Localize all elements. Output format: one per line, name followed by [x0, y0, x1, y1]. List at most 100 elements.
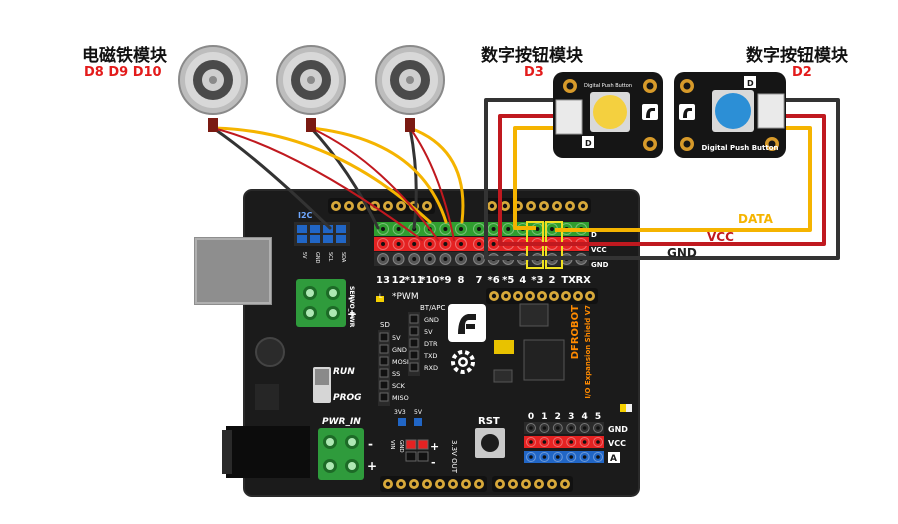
- digital-pin-label: 13: [376, 275, 390, 286]
- i2c-pin-label: SCL: [327, 252, 333, 262]
- button2-pin-label: D2: [792, 65, 812, 80]
- analog-pin-label: 3: [568, 412, 574, 422]
- power-input-terminal: [318, 428, 364, 480]
- sd-pin: [379, 392, 389, 402]
- bt-pin: [409, 326, 419, 336]
- gnd-wire-label: GND: [667, 246, 697, 260]
- sd-pin: [379, 368, 389, 378]
- d2-module-caption: Digital Push Button: [701, 144, 778, 152]
- side-d-label: D: [591, 231, 597, 239]
- pwm-label: *PWM: [392, 292, 419, 302]
- sd-pin: [379, 380, 389, 390]
- digital-pin-label: 8: [458, 275, 465, 286]
- brand-label: DFROBOT: [570, 305, 581, 359]
- bt-pin: [409, 362, 419, 372]
- yellow-button-cap[interactable]: [593, 95, 627, 129]
- run-label: RUN: [333, 367, 355, 377]
- vin-pin-label: GND: [398, 440, 404, 453]
- electromagnet: [276, 45, 346, 132]
- i2c-pin: [336, 235, 346, 243]
- svg-text:+: +: [347, 307, 357, 321]
- button1-title: 数字按钮模块: [481, 46, 583, 66]
- sd-pin: [379, 356, 389, 366]
- analog-pin-label: 2: [555, 412, 561, 422]
- v33-label: 3V3: [394, 409, 406, 416]
- i2c-pin: [310, 225, 320, 233]
- i2c-pin: [323, 235, 333, 243]
- v5-label: 5V: [414, 409, 423, 416]
- digital-pin-label: *3: [531, 275, 543, 286]
- button-wires: [484, 98, 840, 260]
- shield-label: I/O Expansion Shield V7: [584, 305, 592, 399]
- dc-jack: [226, 426, 310, 478]
- prog-label: PROG: [333, 393, 362, 403]
- magnet-pins-label: D8 D9 D10: [84, 65, 162, 80]
- analog-pin-label: 4: [581, 412, 587, 422]
- row-vcc-label: VCC: [608, 439, 626, 448]
- rst-label: RST: [478, 416, 500, 427]
- digital-pin-label: *9: [439, 275, 451, 286]
- electromagnet-modules: [178, 45, 445, 132]
- analog-pin-label: 0: [528, 412, 534, 422]
- bt-pin-label: 5V: [424, 328, 433, 336]
- i2c-pin: [323, 225, 333, 233]
- bt-pin-label: DTR: [424, 340, 438, 348]
- bt-apc-label: BT/APC: [420, 304, 445, 312]
- i2c-pin: [310, 235, 320, 243]
- svg-text:-: -: [348, 291, 353, 305]
- i2c-pin-label: GND: [314, 252, 320, 264]
- digital-pin-label: *5: [502, 275, 514, 286]
- led-l-label: L: [379, 293, 383, 300]
- row-gnd-label: GND: [608, 425, 628, 434]
- svg-text:+: +: [430, 440, 439, 453]
- sd-pin-label: SCK: [392, 382, 406, 390]
- bt-pin-label: RXD: [424, 364, 438, 372]
- bt-pin: [409, 314, 419, 324]
- top-edge-header: [328, 198, 598, 304]
- sd-pin: [379, 344, 389, 354]
- gear-icon: [451, 350, 475, 374]
- dfrobot-logo: [448, 304, 486, 342]
- i2c-pin: [297, 235, 307, 243]
- i2c-pin: [336, 225, 346, 233]
- button2-title: 数字按钮模块: [746, 46, 848, 66]
- bt-apc-header: [408, 312, 420, 376]
- i2c-pin: [297, 225, 307, 233]
- vin-pin: [405, 439, 417, 450]
- shield-board: [244, 190, 639, 496]
- row-a-label: A: [610, 454, 617, 464]
- digital-pin-label: 7: [476, 275, 483, 286]
- vin-pin: [417, 451, 429, 462]
- d2-module-d-tag: D: [747, 79, 754, 88]
- blue-button-cap[interactable]: [715, 93, 751, 129]
- sd-pin-label: GND: [392, 346, 407, 354]
- bt-pin-label: TXD: [423, 352, 437, 360]
- sd-pin-label: SS: [392, 370, 400, 378]
- usb-connector: [194, 237, 272, 305]
- digital-pin-label: 2: [549, 275, 556, 286]
- vin-pin: [417, 439, 429, 450]
- sd-pin: [379, 332, 389, 342]
- digital-pin-header: [374, 222, 589, 266]
- i2c-pin-label: 5V: [301, 252, 307, 259]
- vin-gnd-header: [405, 439, 429, 462]
- i2c-label: I2C: [298, 211, 313, 220]
- servo-power-terminal: [296, 279, 346, 327]
- digital-pin-label: *10: [420, 275, 439, 286]
- digital-pin-label: RX: [575, 275, 591, 286]
- digital-pin-label: *11: [405, 275, 424, 286]
- digital-pin-label: TX: [561, 275, 576, 286]
- vcc-wire-label: VCC: [707, 230, 734, 244]
- bt-pin: [409, 338, 419, 348]
- svg-text:+: +: [367, 459, 377, 473]
- sd-label: SD: [380, 321, 390, 329]
- side-gnd-label: GND: [591, 261, 609, 269]
- push-button-module-d3: [553, 72, 663, 158]
- d3-module-d-tag: D: [585, 139, 592, 148]
- bottom-edge-header: [380, 476, 573, 492]
- digital-pin-label: *6: [488, 275, 500, 286]
- sd-pin-label: 5V: [392, 334, 401, 342]
- data-wire-label: DATA: [738, 212, 773, 226]
- magnet-wires: [211, 126, 465, 241]
- vin-pin: [405, 451, 417, 462]
